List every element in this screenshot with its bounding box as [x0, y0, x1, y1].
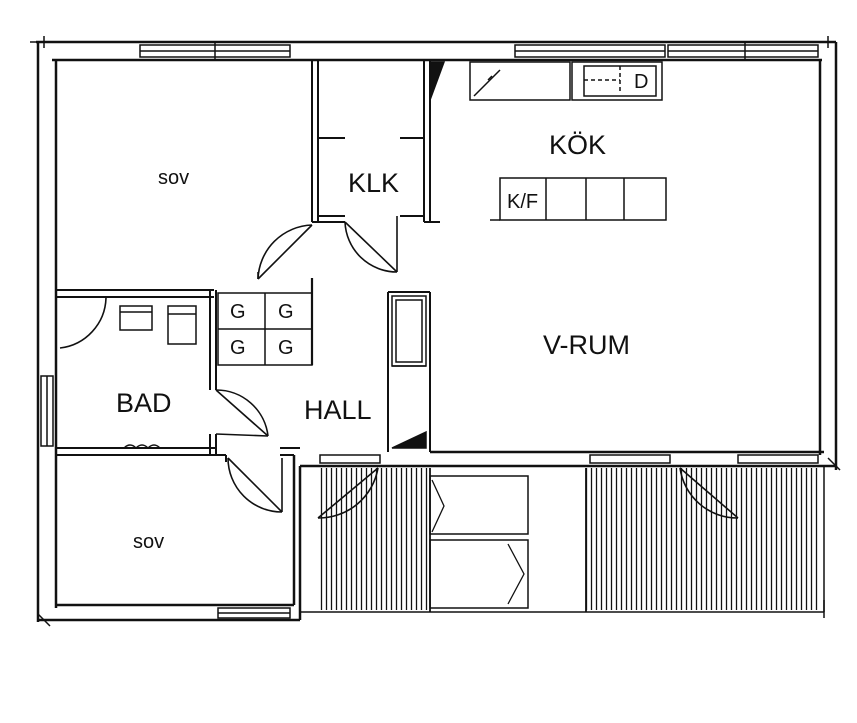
outer-walls — [36, 40, 838, 622]
terrace — [320, 468, 820, 612]
wardrobe-label-3: G — [230, 337, 246, 359]
bathroom-fixtures — [119, 305, 197, 450]
room-label-hall: HALL — [304, 395, 372, 425]
fridge-freezer-label: K/F — [507, 191, 538, 213]
room-label-vrum: V-RUM — [543, 330, 630, 360]
room-label-sov-top: sov — [158, 167, 189, 189]
wardrobe-label-1: G — [230, 301, 246, 323]
room-label-sov-bottom: sov — [133, 531, 164, 553]
room-label-bad: BAD — [116, 388, 172, 418]
wardrobe-label-2: G — [278, 301, 294, 323]
wardrobe-label-4: G — [278, 337, 294, 359]
windows — [30, 36, 841, 627]
wardrobes — [217, 278, 314, 366]
dishwasher-label: D — [634, 71, 648, 93]
room-label-klk: KLK — [348, 168, 399, 198]
room-label-kok: KÖK — [549, 130, 606, 160]
kitchen-fixtures — [391, 61, 667, 449]
